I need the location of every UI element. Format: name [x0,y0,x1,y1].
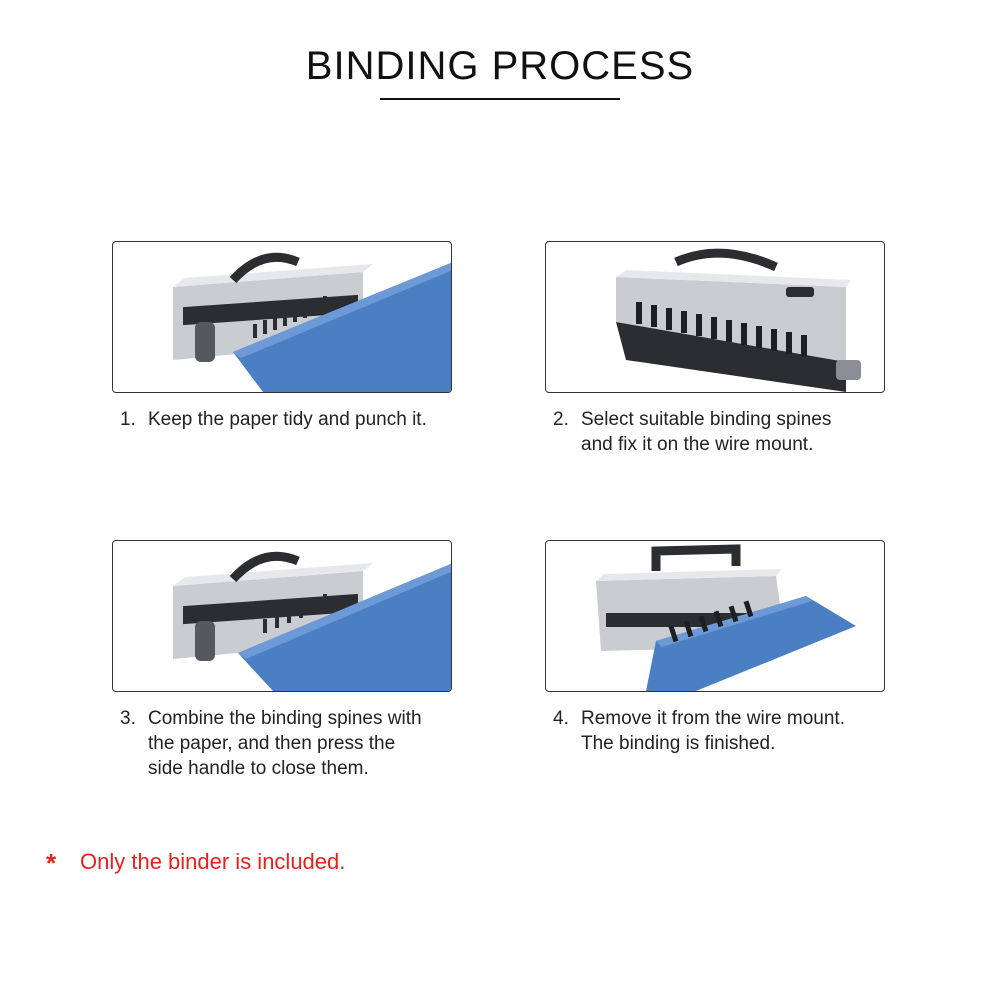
binder-wire-mount-image [545,241,885,393]
step-text: Combine the binding spines with [148,708,422,729]
step-text: side handle to close them. [148,758,369,779]
step-text: and fix it on the wire mount. [581,434,814,455]
step-text: The binding is finished. [581,733,776,754]
asterisk-icon: * [46,848,57,878]
step-1: 1. Keep the paper tidy and punch it. [112,241,452,432]
step-text: Select suitable binding spines [581,409,832,430]
step-text: Remove it from the wire mount. [581,708,845,729]
included-note: * Only the binder is included. [46,848,345,879]
binder-punching-image [112,241,452,393]
binder-finished-image [545,540,885,692]
step-number: 1. [120,409,136,430]
step-text: Keep the paper tidy and punch it. [148,409,427,430]
title-underline [380,98,620,100]
step-3: 3. Combine the binding spines with the p… [112,540,452,781]
step-number: 3. [120,708,136,729]
step-4: 4. Remove it from the wire mount. The bi… [545,540,885,756]
page-title: BINDING PROCESS [305,44,695,88]
note-text: Only the binder is included. [80,849,346,874]
binder-closing-image [112,540,452,692]
step-number: 2. [553,409,569,430]
step-text: the paper, and then press the [148,733,396,754]
step-number: 4. [553,708,569,729]
step-2: 2. Select suitable binding spines and fi… [545,241,885,457]
